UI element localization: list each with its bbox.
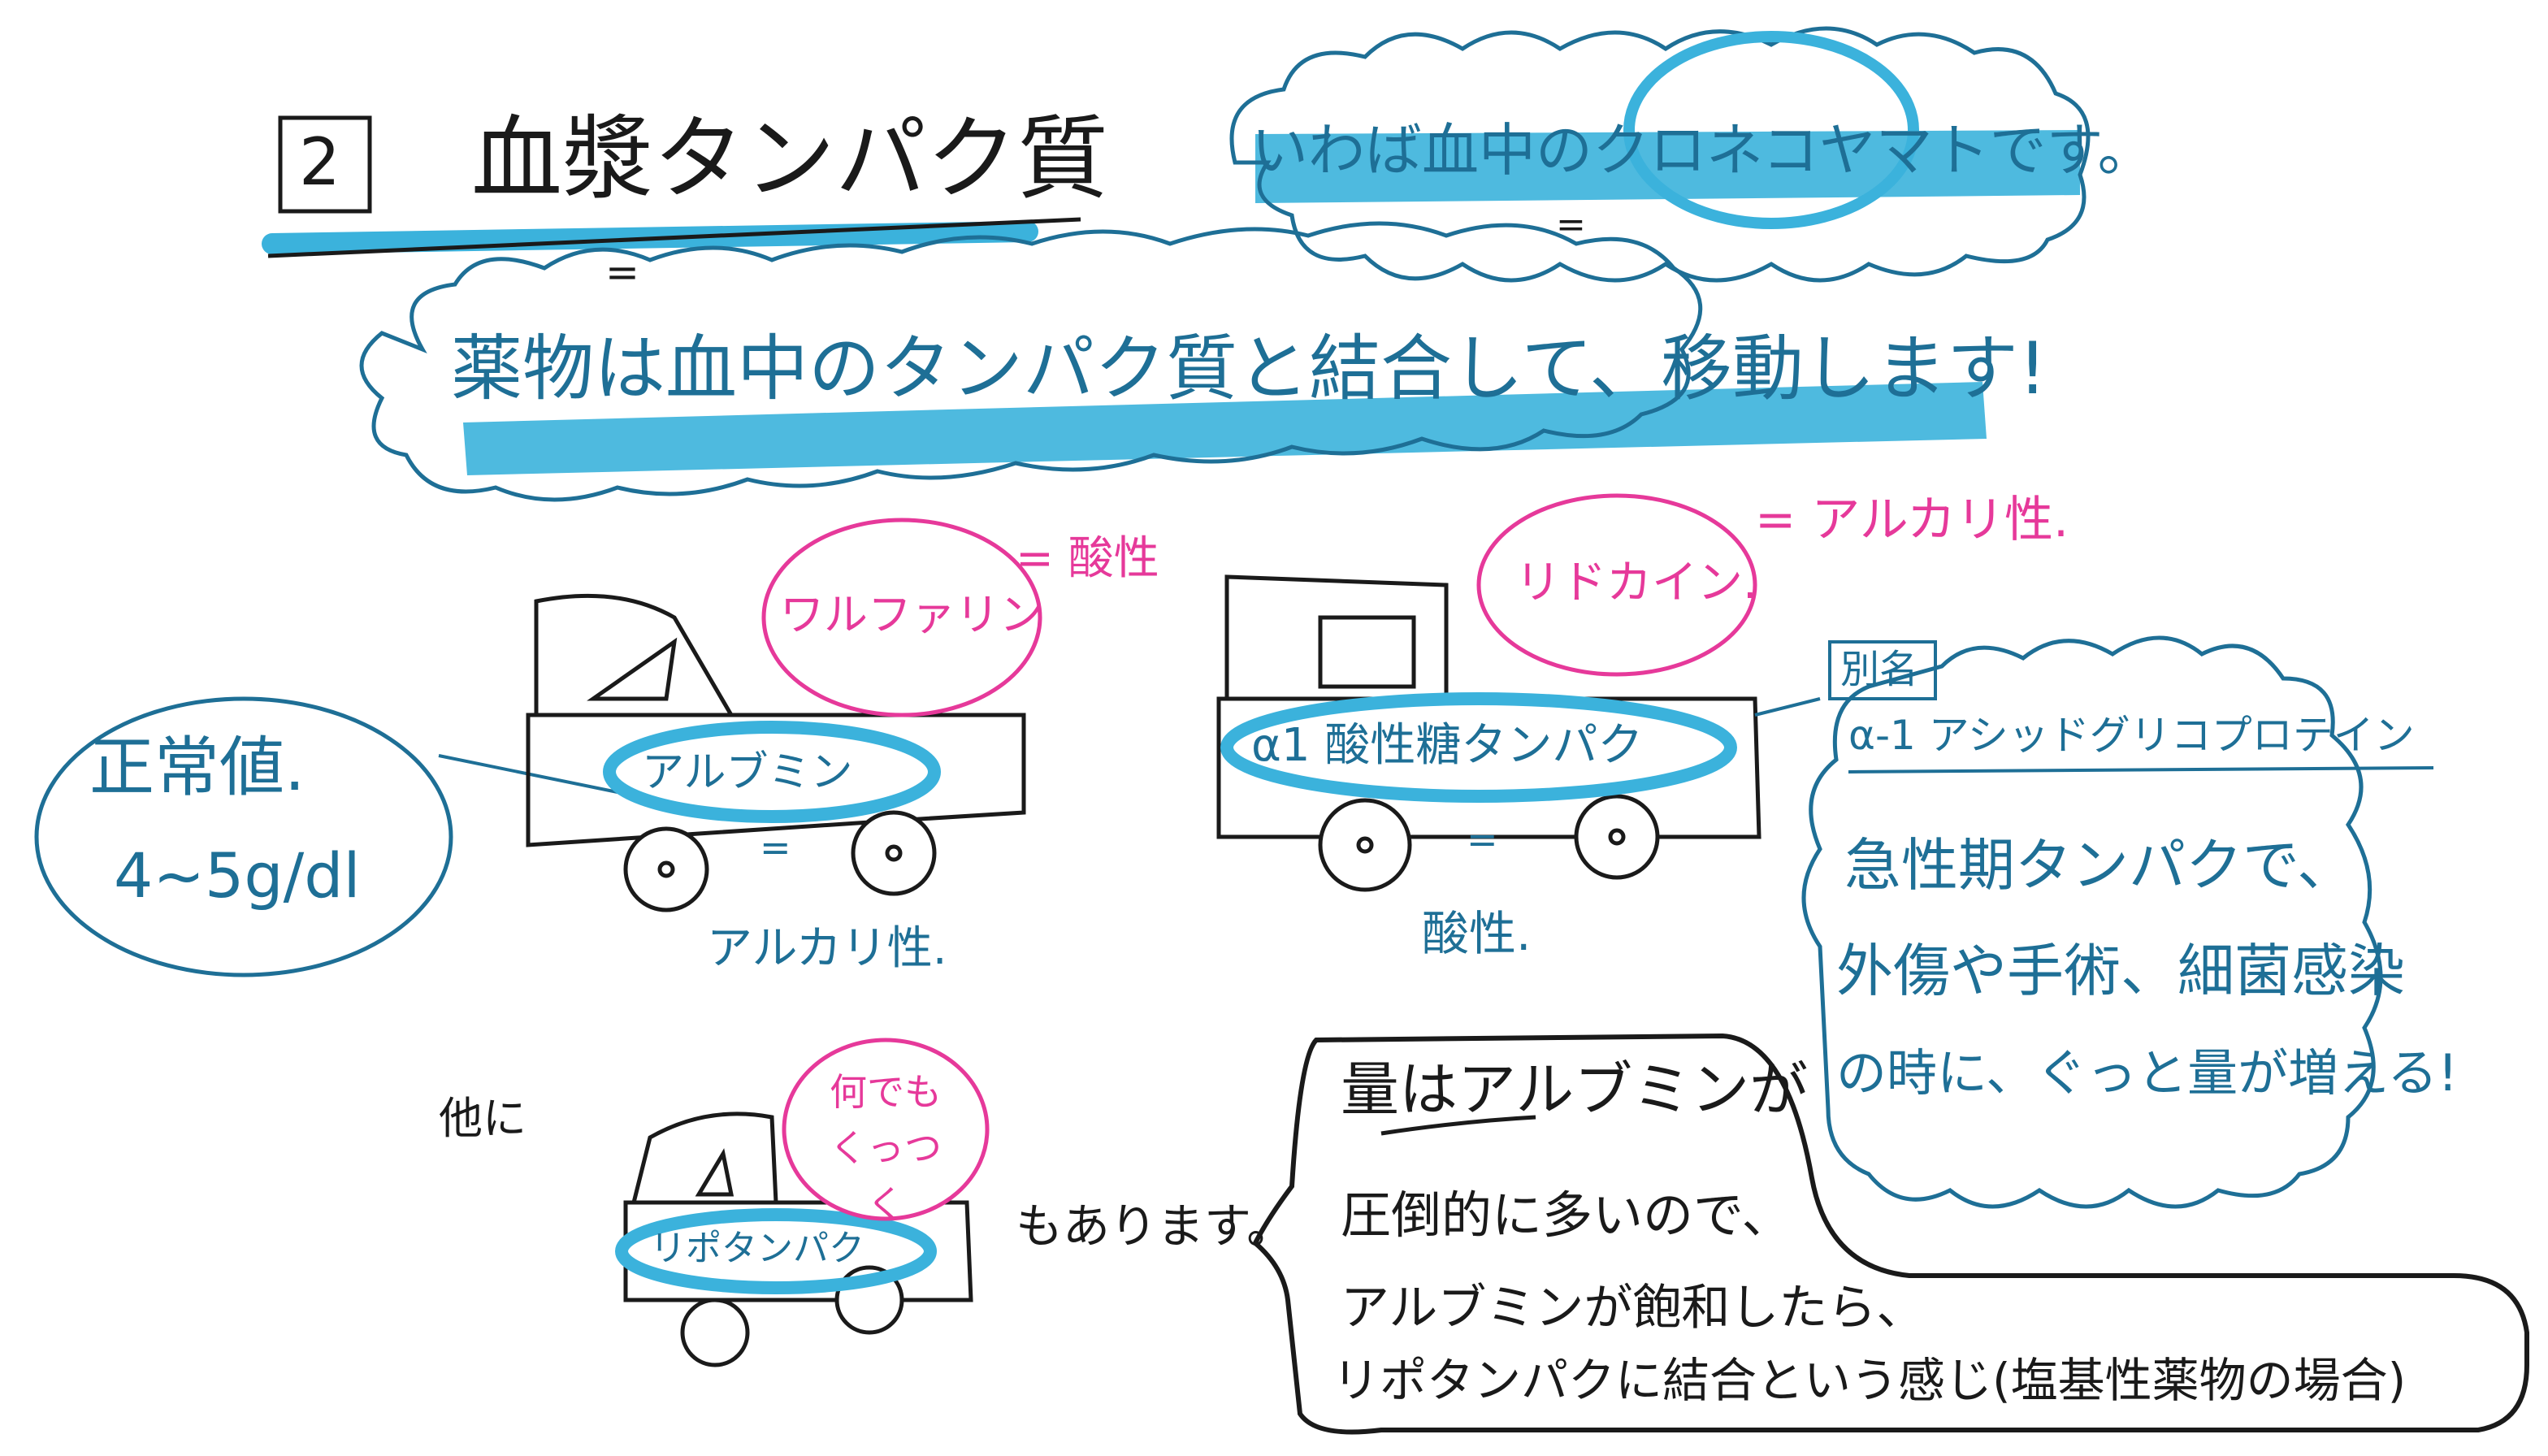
others-label: 他に	[439, 1093, 526, 1144]
statement-cloud	[359, 221, 1703, 502]
others-suffix: もあります。	[1016, 1198, 1294, 1254]
speech-line: 圧倒的に多いので、	[1341, 1185, 1792, 1245]
section-number: 2	[299, 124, 340, 200]
number-box	[278, 115, 372, 214]
lidocaine-property: = アルカリ性.	[1755, 492, 2069, 548]
alias-cloud	[1801, 635, 2383, 1209]
alias-line: の時に、ぐっと量が増える!	[1836, 1043, 2459, 1103]
lidocaine-oval	[1476, 493, 1757, 677]
analogy-highlight	[1255, 130, 2080, 203]
aag-label: α1 酸性糖タンパク	[1251, 719, 1644, 772]
anything-sticks-label: 何でもくっつく	[830, 1070, 942, 1226]
anything-sticks-oval	[782, 1038, 990, 1221]
analogy-text: いわば血中のクロネコヤマトです。	[1251, 117, 2155, 184]
albumin-oval	[603, 721, 941, 823]
albumin-property: アルカリ性.	[707, 922, 947, 975]
warfarin-oval	[761, 518, 1042, 717]
albumin-label: アルブミン	[642, 748, 853, 797]
equals-mark: =	[760, 826, 791, 869]
page-title: 血漿タンパク質	[471, 106, 1108, 212]
alias-line: 外傷や手術、細菌感染	[1836, 938, 2405, 1004]
aag-oval	[1220, 692, 1737, 803]
title-underline	[267, 217, 1081, 258]
aag-property: 酸性.	[1422, 906, 1532, 961]
equals-mark: =	[605, 249, 639, 296]
speech-line: アルブミンが飽和したら、	[1341, 1280, 1926, 1337]
alias-line: 急性期タンパクで、	[1844, 832, 2355, 899]
analogy-cloud	[1229, 26, 2091, 283]
warfarin-property: = 酸性	[1016, 532, 1159, 585]
equals-mark: =	[1556, 204, 1586, 245]
main-statement: 薬物は血中のタンパク質と結合して、移動します!	[451, 327, 2048, 410]
lidocaine-label: リドカイン.	[1515, 557, 1757, 609]
warfarin-label: ワルファリン	[780, 589, 1043, 640]
lipoprotein-oval	[615, 1208, 937, 1294]
alias-name: α-1 アシッドグリコプロテイン	[1848, 712, 2415, 759]
speech-line: 量はアルブミンが	[1341, 1055, 1809, 1124]
kuroneko-circle	[1623, 31, 1919, 229]
speech-line: リポタンパクに結合という感じ(塩基性薬物の場合)	[1332, 1353, 2407, 1408]
equals-mark: =	[1467, 817, 1498, 861]
normal-value-label: 正常値.	[89, 730, 306, 805]
albumin-truck	[526, 593, 1026, 912]
speech-bubble	[1252, 1033, 2529, 1435]
lipoprotein-label: リポタンパク	[650, 1228, 864, 1269]
alias-tag: 別名	[1840, 647, 1919, 692]
alias-tag-box	[1828, 640, 1937, 700]
normal-value-circle	[34, 696, 453, 977]
normal-value: 4~5g/dl	[114, 839, 361, 912]
statement-highlight	[463, 382, 1987, 475]
